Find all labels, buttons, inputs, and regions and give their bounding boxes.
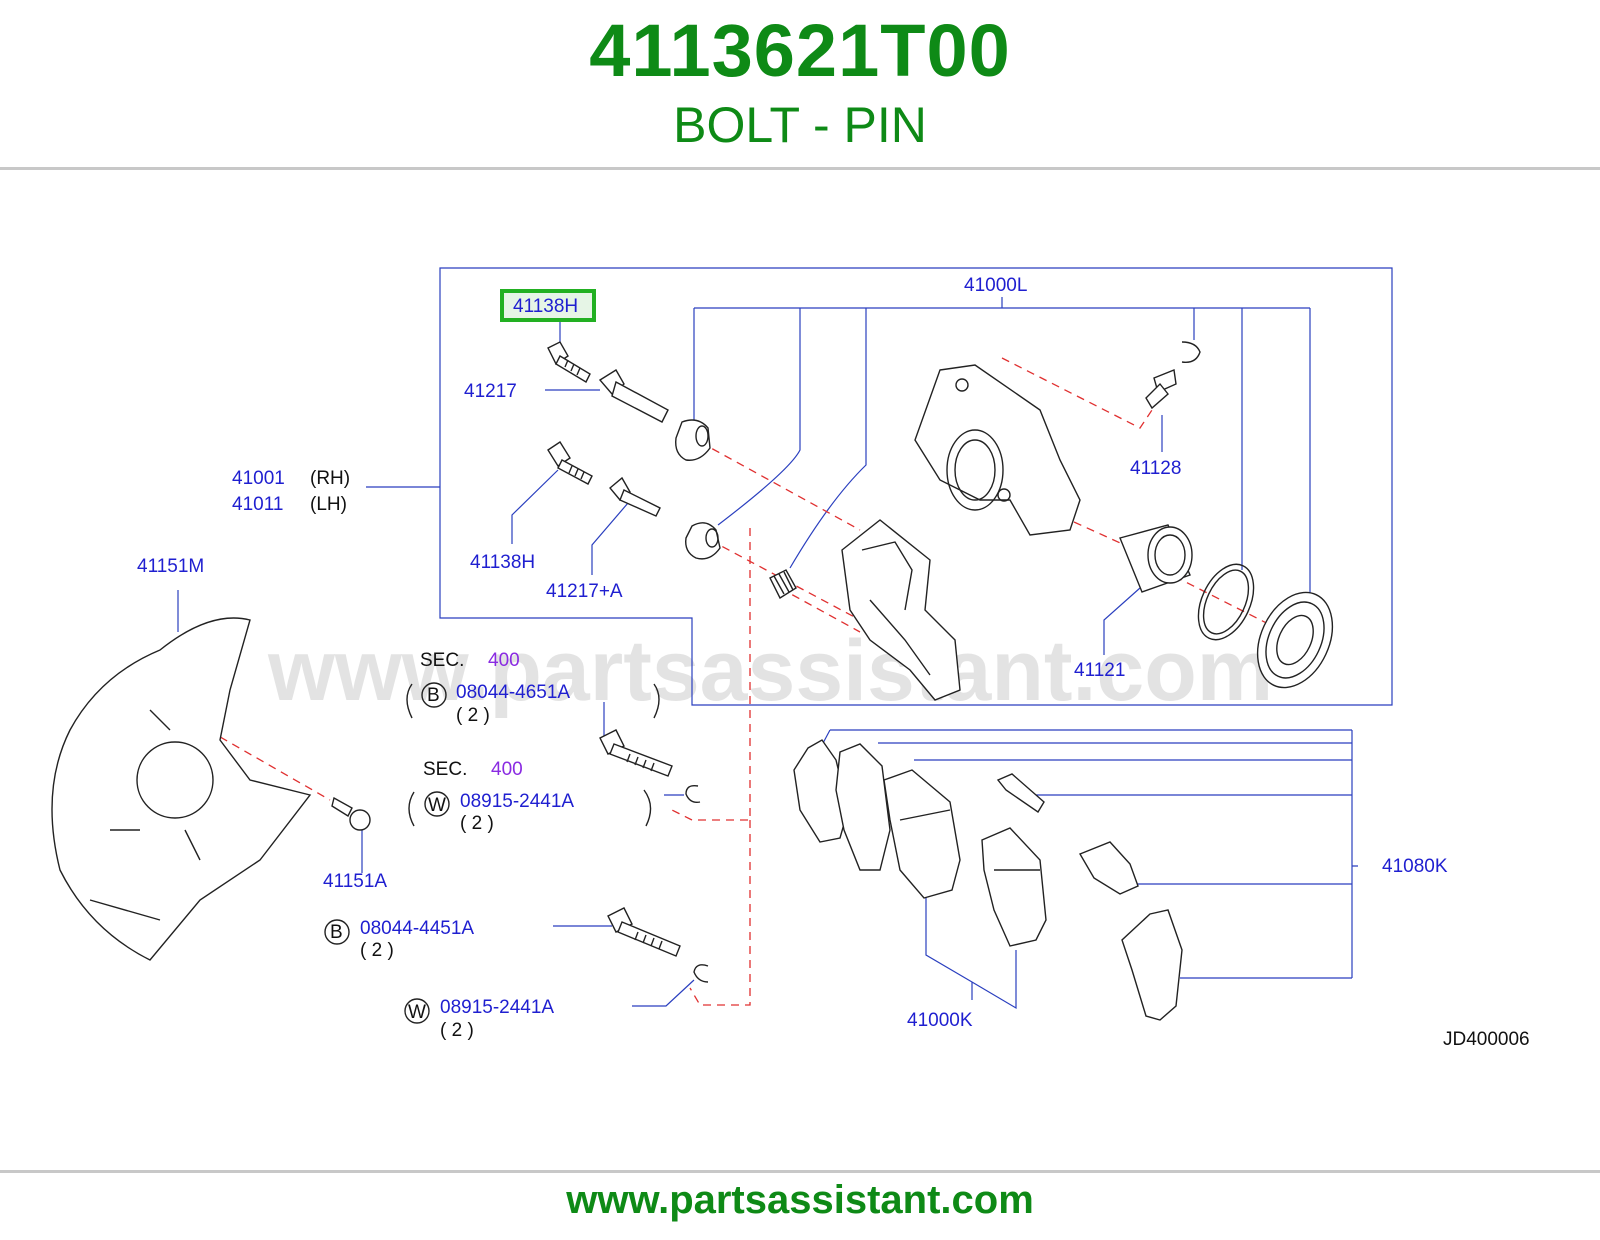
caliper-assembly-box (439, 267, 1393, 706)
sec-number[interactable]: 400 (491, 759, 523, 780)
brake-pad-set (793, 739, 1047, 947)
caliper-body (914, 364, 1081, 536)
header: 4113621T00 BOLT - PIN (0, 0, 1600, 168)
leader-41217A (591, 502, 629, 575)
screw-41151A (331, 796, 371, 831)
sec-label: SEC. (420, 650, 464, 671)
centerline-mounting (671, 528, 751, 1006)
sec-number[interactable]: 400 (488, 650, 520, 671)
label-41138H-bottom[interactable]: 41138H (470, 552, 535, 573)
label-lh: (LH) (310, 494, 347, 515)
centerline-splash-guard (207, 729, 331, 801)
circle-letter: W (408, 1002, 426, 1023)
callout-bolt-4651A: SEC. 400 B 08044-4651A ( 2 ) (406, 650, 660, 726)
boot-lower (685, 522, 721, 560)
watermark-text: www.partsassistant.com (267, 623, 1273, 719)
callout-washer-2441A-upper: SEC. 400 W 08915-2441A ( 2 ) (408, 759, 652, 834)
fastener-qty: ( 2 ) (440, 1020, 474, 1041)
parts-diagram: www.partsassistant.com (51, 267, 1530, 1050)
part-name-subtitle: BOLT - PIN (673, 97, 927, 153)
fastener-part[interactable]: 08044-4651A (456, 682, 570, 703)
leader-41080K (821, 729, 1358, 979)
header-divider (0, 167, 1600, 170)
label-41001[interactable]: 41001 (232, 468, 285, 489)
pin-41217 (598, 369, 669, 423)
piston-seal (1197, 563, 1255, 641)
label-41217A[interactable]: 41217+A (546, 581, 623, 602)
label-41011[interactable]: 41011 (232, 494, 283, 515)
circle-letter: W (428, 795, 446, 816)
caliper-bracket (841, 519, 961, 701)
label-41151M[interactable]: 41151M (137, 556, 204, 577)
bolt-08044-4451A (607, 907, 681, 957)
bolt-08044-4651A (599, 729, 673, 777)
fastener-part[interactable]: 08915-2441A (440, 997, 554, 1018)
footer-url-link[interactable]: www.partsassistant.com (566, 1178, 1034, 1222)
fastener-part[interactable]: 08044-4451A (360, 918, 474, 939)
sec-label: SEC. (423, 759, 467, 780)
fastener-part[interactable]: 08915-2441A (460, 791, 574, 812)
fastener-qty: ( 2 ) (360, 940, 394, 961)
label-41080K[interactable]: 41080K (1382, 856, 1448, 877)
footer-divider (0, 1170, 1600, 1173)
piston-41121 (1119, 524, 1193, 593)
diagram-code: JD400006 (1443, 1029, 1530, 1050)
label-41121[interactable]: 41121 (1074, 660, 1125, 681)
pad-clip-upper (996, 773, 1045, 813)
leader-41138H-bottom (511, 469, 559, 544)
circle-letter: B (427, 685, 440, 706)
fastener-qty: ( 2 ) (460, 813, 494, 834)
splash-guard-41151M (51, 617, 312, 961)
label-41138H-top[interactable]: 41138H (513, 296, 578, 317)
boot-upper (675, 419, 711, 461)
washer-lower (693, 964, 709, 983)
bushing (769, 569, 797, 600)
pin-41217A (609, 476, 661, 517)
label-41217[interactable]: 41217 (464, 381, 517, 402)
label-rh: (RH) (310, 468, 350, 489)
leader-41000L (693, 297, 1311, 600)
leader-washer-lower (632, 979, 695, 1007)
piston-boot (1256, 591, 1334, 689)
pad-shim (1121, 909, 1183, 1021)
leader-41000K (925, 890, 1017, 1010)
label-41000K[interactable]: 41000K (907, 1010, 973, 1031)
label-41128[interactable]: 41128 (1130, 458, 1181, 479)
pad-clip-mid (1078, 841, 1139, 895)
bleeder-screw-41128 (1145, 341, 1201, 410)
label-41000L[interactable]: 41000L (964, 275, 1027, 296)
circle-letter: B (330, 922, 343, 943)
leader-41121 (1103, 587, 1141, 655)
label-41151A[interactable]: 41151A (323, 871, 387, 892)
bolt-41138H-bottom (547, 441, 593, 485)
fastener-qty: ( 2 ) (456, 705, 490, 726)
washer-upper (685, 784, 701, 804)
callout-bolt-4451A: B 08044-4451A ( 2 ) (324, 918, 474, 961)
callout-washer-2441A-lower: W 08915-2441A ( 2 ) (404, 997, 554, 1041)
bolt-41138H-top (547, 341, 591, 383)
part-number-title: 4113621T00 (589, 9, 1011, 92)
highlight-box-41138H (500, 289, 596, 322)
